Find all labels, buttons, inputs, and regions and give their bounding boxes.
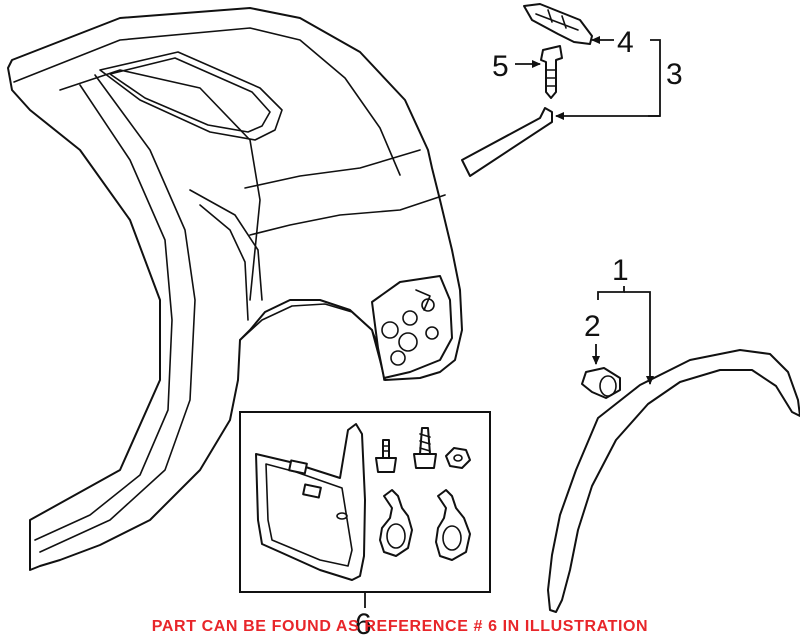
grommet-part-2 — [581, 367, 621, 399]
clamp-1 — [379, 489, 413, 557]
clip-part-5 — [540, 45, 563, 99]
callout-4: 4 — [617, 26, 634, 59]
callout-2: 2 — [584, 310, 601, 343]
callout-3: 3 — [666, 58, 683, 91]
wheel-opening-molding — [547, 349, 800, 613]
mudguard-kit-box — [239, 411, 491, 593]
trim-strip — [461, 107, 553, 177]
reference-note: PART CAN BE FOUND AS REFERENCE # 6 IN IL… — [151, 618, 649, 635]
quarter-panel — [7, 7, 463, 571]
screw-1 — [413, 427, 437, 469]
bolt-1 — [375, 439, 397, 473]
nut-1 — [445, 447, 471, 469]
bracket-part-4 — [523, 3, 593, 45]
clamp-2 — [435, 489, 471, 561]
callout-5: 5 — [492, 50, 509, 83]
callout-6: 6 — [355, 608, 372, 641]
leader-lines — [364, 36, 661, 608]
callout-1: 1 — [612, 254, 629, 287]
